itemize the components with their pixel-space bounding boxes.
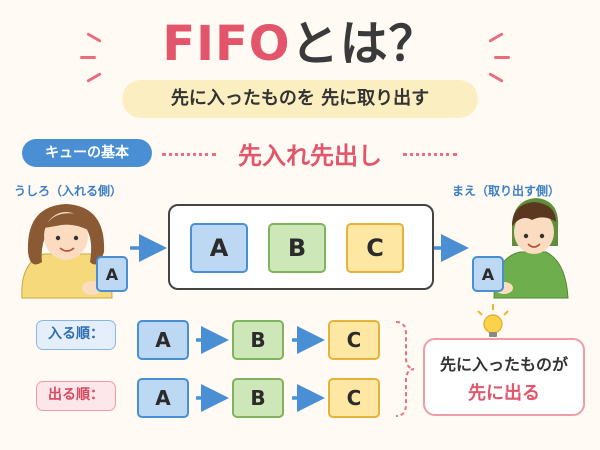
in-order-label: 入る順： (36, 320, 116, 350)
dotted-line-right (403, 153, 457, 156)
in-order-item-b: B (232, 320, 284, 360)
subtitle-banner: 先に入ったものを 先に取り出す (122, 80, 478, 118)
page-title: FIFOとは？ (0, 4, 600, 74)
curly-brace-icon (395, 321, 415, 417)
back-side-label: うしろ（入れる側） (14, 184, 123, 198)
sparkle-left-mid (80, 56, 96, 59)
boy-illustration (493, 198, 569, 299)
boy-held-box: A (472, 256, 504, 292)
front-side-label: まえ（取り出す側） (452, 184, 561, 198)
dotted-line-left (162, 153, 216, 156)
in-order-item-a: A (137, 320, 189, 360)
queue-basics-pill: キューの基本 (22, 139, 152, 167)
title-suffix: とは？ (290, 16, 438, 72)
out-order-item-b: B (232, 378, 284, 418)
result-line-2: 先に出る (468, 383, 540, 404)
girl-held-box: A (96, 256, 128, 292)
out-order-item-c: C (328, 378, 380, 418)
sparkle-right-mid (494, 56, 510, 59)
lightbulb-icon (477, 304, 509, 337)
result-line-1: 先に入ったものが (439, 355, 568, 374)
in-order-item-c: C (328, 320, 380, 360)
girl-illustration (21, 204, 113, 299)
queue-item-b: B (268, 223, 326, 273)
queue-item-c: C (346, 223, 404, 273)
queue-item-a: A (190, 223, 248, 273)
out-order-item-a: A (137, 378, 189, 418)
result-callout: 先に入ったものが 先に出る (423, 338, 585, 416)
out-order-label: 出る順： (36, 381, 116, 411)
title-fifo: FIFO (162, 16, 291, 72)
fifo-japanese-heading: 先入れ先出し (238, 142, 382, 170)
